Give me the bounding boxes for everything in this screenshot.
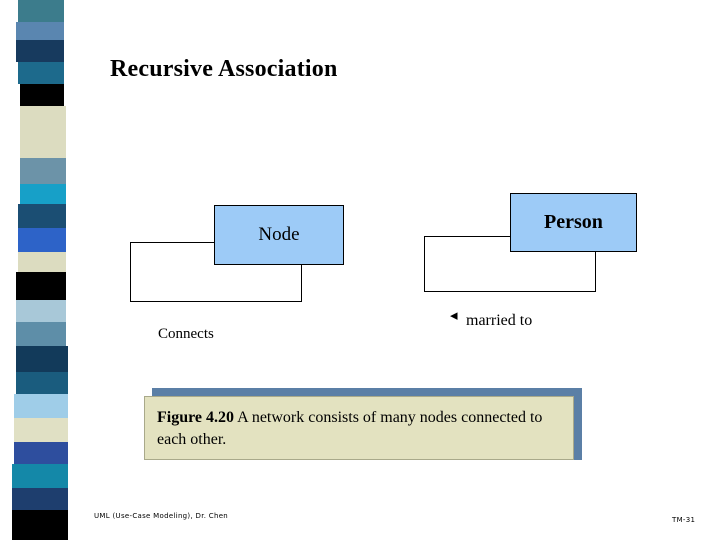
ribbon-block [12, 464, 68, 488]
ribbon-block [12, 510, 68, 540]
ribbon-block [18, 252, 66, 272]
figure-number: Figure 4.20 [157, 409, 235, 426]
figure-caption-text: A network consists of many nodes connect… [157, 409, 543, 448]
ribbon-block [14, 442, 68, 464]
page-title: Recursive Association [110, 56, 338, 82]
decorative-ribbon [0, 0, 80, 540]
ribbon-block [14, 418, 68, 442]
association-arrow-icon: ◂ [450, 306, 458, 324]
association-label-married-to: married to [466, 312, 533, 329]
ribbon-block [16, 372, 68, 394]
figure-caption: Figure 4.20 A network consists of many n… [144, 396, 574, 460]
ribbon-block [20, 184, 66, 204]
class-header-node[interactable]: Node [214, 205, 344, 265]
ribbon-block [16, 40, 64, 62]
ribbon-block [20, 84, 64, 106]
class-name-node: Node [258, 224, 300, 245]
ribbon-block [14, 394, 68, 418]
footer-slide-number: TM-31 [672, 516, 696, 524]
ribbon-block [18, 62, 64, 84]
class-header-person[interactable]: Person [510, 193, 637, 252]
ribbon-block [20, 158, 66, 184]
ribbon-block [16, 272, 66, 300]
ribbon-block [18, 228, 66, 252]
ribbon-block [18, 0, 64, 22]
footer-course-label: UML (Use-Case Modeling), Dr. Chen [94, 512, 229, 520]
association-label-connects: Connects [158, 326, 214, 342]
ribbon-block [16, 300, 66, 322]
ribbon-block [20, 134, 66, 158]
ribbon-block [16, 346, 68, 372]
ribbon-block [18, 204, 66, 228]
class-name-person: Person [544, 211, 603, 233]
ribbon-block [16, 322, 66, 346]
ribbon-block [16, 22, 64, 40]
ribbon-block [12, 488, 68, 510]
ribbon-block [20, 106, 66, 134]
